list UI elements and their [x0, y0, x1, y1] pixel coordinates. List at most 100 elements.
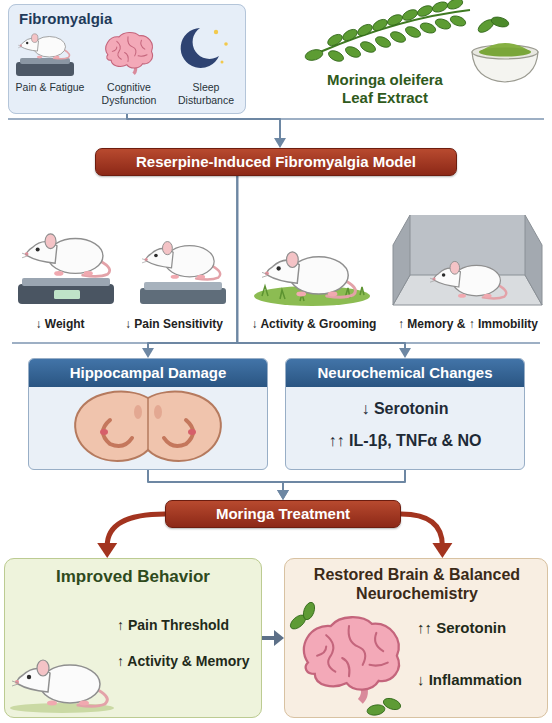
outcome-panel: Restored Brain & Balanced Neurochemistry…	[284, 558, 548, 718]
connector	[127, 114, 286, 148]
weighing-rat	[22, 278, 110, 286]
panel-fill	[284, 558, 548, 718]
restored-brain	[301, 601, 317, 621]
hot-plate-rat	[140, 242, 226, 304]
moringa-branch	[449, 14, 467, 28]
text-slot: Hippocampal Damage	[29, 359, 267, 387]
brain-slice	[100, 429, 108, 435]
outcome-text: ↑↑ Serotonin	[417, 619, 506, 637]
rat-on-scale-icon	[18, 34, 69, 59]
restored-brain	[366, 704, 385, 717]
moringa-branch	[326, 32, 344, 48]
connector-line	[283, 470, 405, 492]
symptom-label: Cognitive Dysfunction	[89, 81, 169, 106]
moringa-branch	[374, 35, 392, 50]
brain-icon	[106, 32, 153, 73]
text-slot: ↑↑ Serotonin	[417, 619, 506, 637]
moringa-branch	[434, 17, 452, 31]
panel-heading: Restored Brain & Balanced Neurochemistry	[310, 565, 524, 603]
moringa-branch	[320, 10, 470, 52]
arrow-head	[274, 630, 284, 646]
text-slot: ↓ Weight	[35, 317, 84, 331]
open-field-rat	[393, 215, 410, 305]
panel-fill	[4, 558, 262, 718]
condition-panel: FibromyalgiaPain & FatigueCognitive Dysf…	[8, 4, 246, 114]
marker-text: ↓ Serotonin	[292, 399, 518, 418]
panel-fill	[8, 4, 246, 114]
connector-line	[127, 114, 280, 140]
connector-line	[107, 514, 165, 546]
weighing-rat	[54, 290, 80, 299]
rat-on-scale-icon	[16, 34, 74, 76]
symptom-label: Sleep Disturbance	[169, 81, 243, 106]
arrow-head	[399, 348, 411, 358]
healthy-rat	[10, 660, 114, 713]
weighing-rat	[18, 234, 114, 304]
moringa-branch	[389, 30, 407, 45]
moringa-branch	[404, 25, 422, 40]
arrow-head	[277, 490, 289, 500]
connector-line	[237, 176, 405, 350]
brain-slice	[134, 405, 142, 419]
effect-label: ↑ Memory & ↑ Immobility	[398, 317, 538, 331]
text-slot: ↓ Activity & Grooming	[252, 317, 377, 331]
finding-panel: Neurochemical Changes ↓ Serotonin ↑↑ IL-1β…	[285, 358, 525, 470]
arrow-head	[432, 543, 452, 558]
moringa-branch	[419, 21, 437, 35]
connector	[277, 470, 405, 500]
moringa-branch	[341, 27, 359, 43]
moringa-branch	[344, 45, 362, 60]
open-field-rat	[525, 215, 542, 305]
outcome-text: ↑ Activity & Memory	[117, 653, 250, 670]
brain-slice	[147, 398, 149, 450]
moon-icon	[224, 42, 228, 46]
hot-plate-rat	[140, 288, 226, 304]
moon-icon	[181, 28, 219, 68]
connector	[148, 470, 289, 500]
arrow-head	[277, 490, 289, 500]
restored-brain	[304, 617, 399, 701]
moringa-branch	[356, 22, 374, 38]
brain-slice	[188, 429, 196, 435]
grooming-rat	[262, 252, 355, 297]
powder-bowl	[490, 15, 510, 28]
moringa-branch	[359, 40, 377, 55]
text-slot: Fibromyalgia	[19, 10, 112, 28]
text-slot: ↑ Memory & ↑ Immobility	[398, 317, 538, 331]
powder-bowl	[479, 48, 531, 57]
healthy-rat	[12, 660, 107, 706]
text-slot: Neurochemical Changes	[286, 359, 524, 387]
symptom-label: Pain & Fatigue	[11, 81, 89, 94]
connector-line	[401, 514, 442, 546]
grooming-rat	[254, 252, 370, 306]
moringa-branch	[431, 0, 449, 14]
brain-slice	[75, 392, 221, 461]
arrow-head	[142, 348, 154, 358]
panel-heading: Improved Behavior	[11, 567, 255, 587]
panel-fill	[285, 358, 525, 470]
outcome-panel: Improved Behavior↑ Pain Threshold↑ Activ…	[4, 558, 262, 718]
panel-heading: Fibromyalgia	[19, 10, 112, 28]
moringa-branch	[304, 0, 470, 63]
brain-slice	[154, 405, 162, 419]
effect-label: ↓ Activity & Grooming	[252, 317, 377, 331]
connector	[237, 176, 411, 358]
connector	[97, 514, 165, 558]
moringa-branch	[327, 49, 345, 64]
marker-text: ↑↑ IL-1β, TNFα & NO	[292, 431, 518, 450]
effect-label: ↓ Weight	[35, 317, 84, 331]
text-slot: ↓ Inflammation	[417, 671, 522, 689]
moringa-branch	[371, 17, 389, 33]
moon-icon	[214, 30, 218, 34]
moringa-branch	[304, 0, 467, 63]
text-slot: ↑↑ IL-1β, TNFα & NO	[286, 431, 524, 450]
text-slot: Cognitive Dysfunction	[89, 81, 169, 106]
moringa-branch	[416, 4, 434, 19]
model-banner: Reserpine-Induced Fibromyalgia Model	[95, 148, 457, 176]
moringa-branch	[386, 13, 404, 28]
text-slot: Sleep Disturbance	[169, 81, 243, 106]
arrow-head	[274, 138, 286, 148]
panel-fill	[28, 358, 268, 470]
connector-line	[262, 636, 276, 640]
connector	[401, 514, 452, 558]
